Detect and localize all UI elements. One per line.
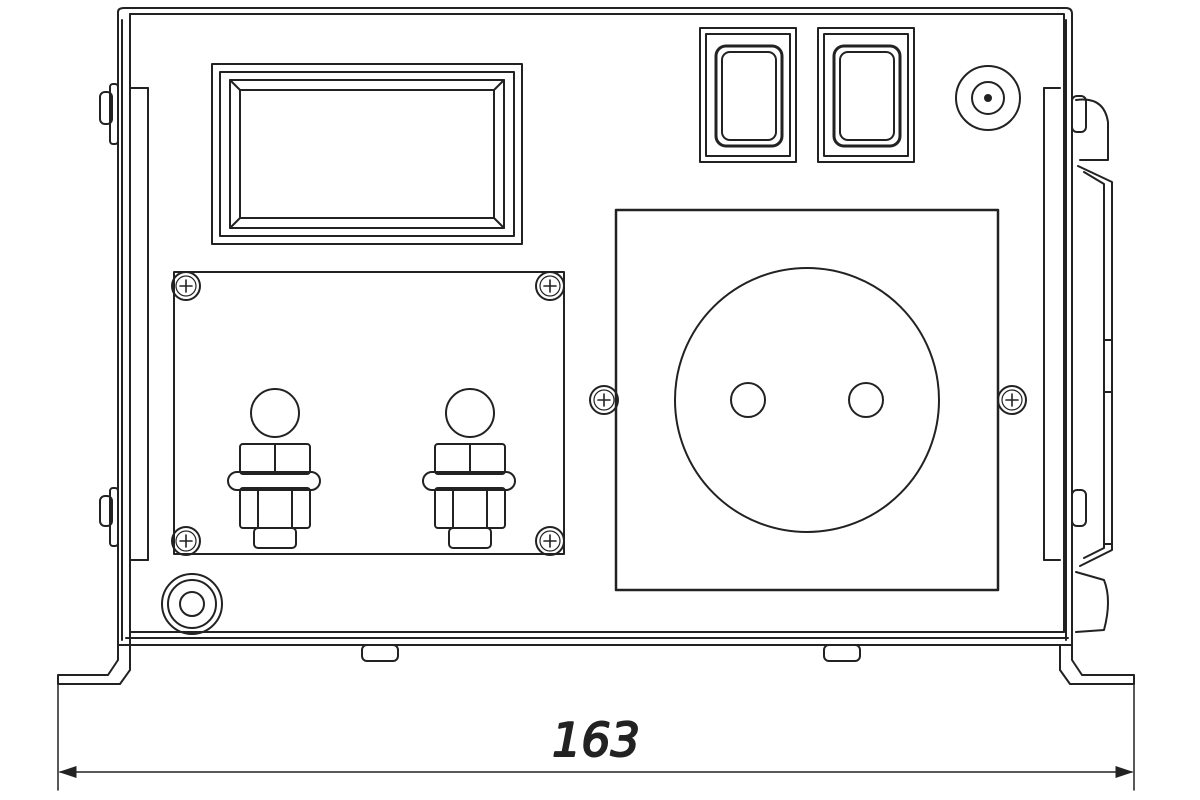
foot-left bbox=[361, 644, 399, 662]
screw-icon bbox=[171, 526, 201, 556]
foot-right bbox=[823, 644, 861, 662]
socket-pin-hole bbox=[848, 382, 884, 418]
dimension-label: 163 bbox=[552, 713, 640, 767]
power-socket[interactable] bbox=[589, 208, 1027, 592]
terminal-panel bbox=[171, 271, 565, 556]
right-side-handle bbox=[1043, 87, 1113, 633]
screw-icon bbox=[171, 271, 201, 301]
screw-icon bbox=[535, 271, 565, 301]
fuse-holder[interactable] bbox=[161, 573, 223, 635]
terminal-post-1[interactable] bbox=[227, 388, 321, 549]
indicator-lamp bbox=[955, 65, 1021, 131]
rocker-switch-2[interactable] bbox=[817, 27, 915, 163]
width-dimension: 163 bbox=[57, 675, 1135, 791]
screw-icon bbox=[997, 385, 1027, 415]
socket-pin-hole bbox=[730, 382, 766, 418]
left-side-rail bbox=[99, 83, 149, 561]
rocker-switch-1[interactable] bbox=[699, 27, 797, 163]
terminal-post-2[interactable] bbox=[422, 388, 516, 549]
screw-icon bbox=[589, 385, 619, 415]
screw-icon bbox=[535, 526, 565, 556]
display-window bbox=[211, 63, 523, 245]
